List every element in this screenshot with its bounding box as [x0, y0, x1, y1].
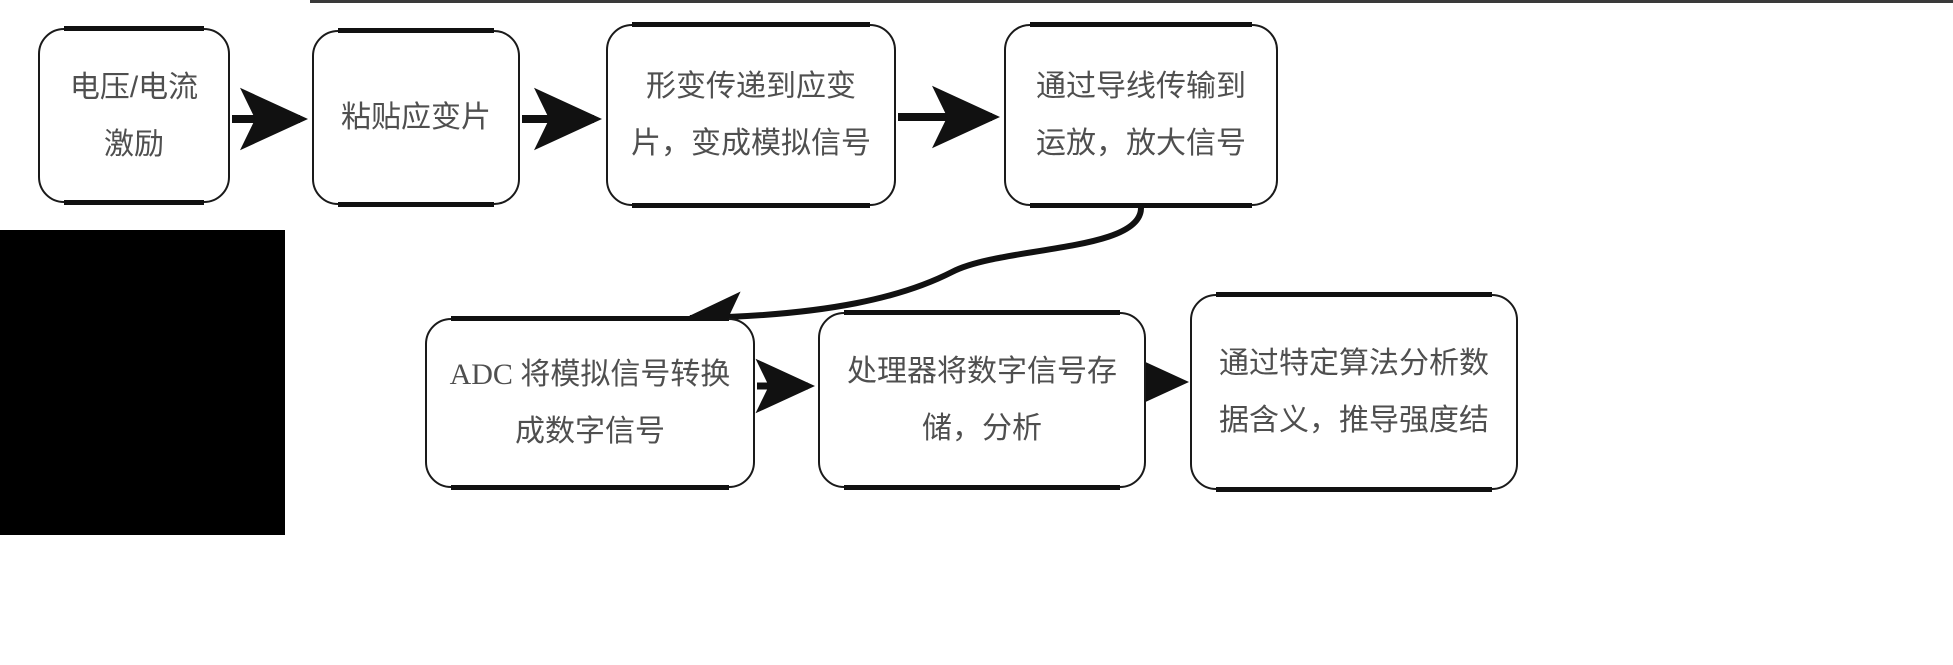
- node-label-line: 粘贴应变片: [341, 101, 491, 134]
- node-label-line: 激励: [104, 127, 164, 161]
- node-label-line: 处理器将数字信号存: [847, 355, 1117, 388]
- node-deformation-to-analog[interactable]: 形变传递到应变 片，变成模拟信号: [606, 22, 896, 208]
- node-adc-analog-to-digital[interactable]: ADC 将模拟信号转换 成数字信号: [425, 316, 755, 490]
- node-label-line: 通过导线传输到: [1036, 70, 1246, 103]
- node-label-line: 据含义，推导强度结: [1219, 404, 1489, 437]
- node-voltage-current-excitation[interactable]: 电压/电流 激励: [38, 26, 230, 205]
- node-label-line: 通过特定算法分析数: [1219, 347, 1489, 380]
- node-processor-store-analyze[interactable]: 处理器将数字信号存 储，分析: [818, 310, 1146, 490]
- node-label-line: 形变传递到应变: [646, 70, 856, 103]
- arrow-wire-to-adc: [684, 207, 1144, 344]
- node-wire-to-opamp[interactable]: 通过导线传输到 运放，放大信号: [1004, 22, 1278, 208]
- node-label-line: 片，变成模拟信号: [631, 127, 871, 160]
- node-label-line: 电压/电流: [69, 70, 199, 104]
- black-occlusion-block: [0, 230, 285, 535]
- top-horizontal-rule: [310, 0, 1953, 3]
- node-label-line: 储，分析: [922, 412, 1042, 445]
- node-attach-strain-gauge[interactable]: 粘贴应变片: [312, 28, 520, 207]
- node-algorithm-analyze-strength[interactable]: 通过特定算法分析数 据含义，推导强度结: [1190, 292, 1518, 492]
- node-label-line: ADC 将模拟信号转换: [449, 358, 731, 391]
- node-label-line: 运放，放大信号: [1036, 127, 1246, 160]
- node-label-line: 成数字信号: [515, 415, 665, 448]
